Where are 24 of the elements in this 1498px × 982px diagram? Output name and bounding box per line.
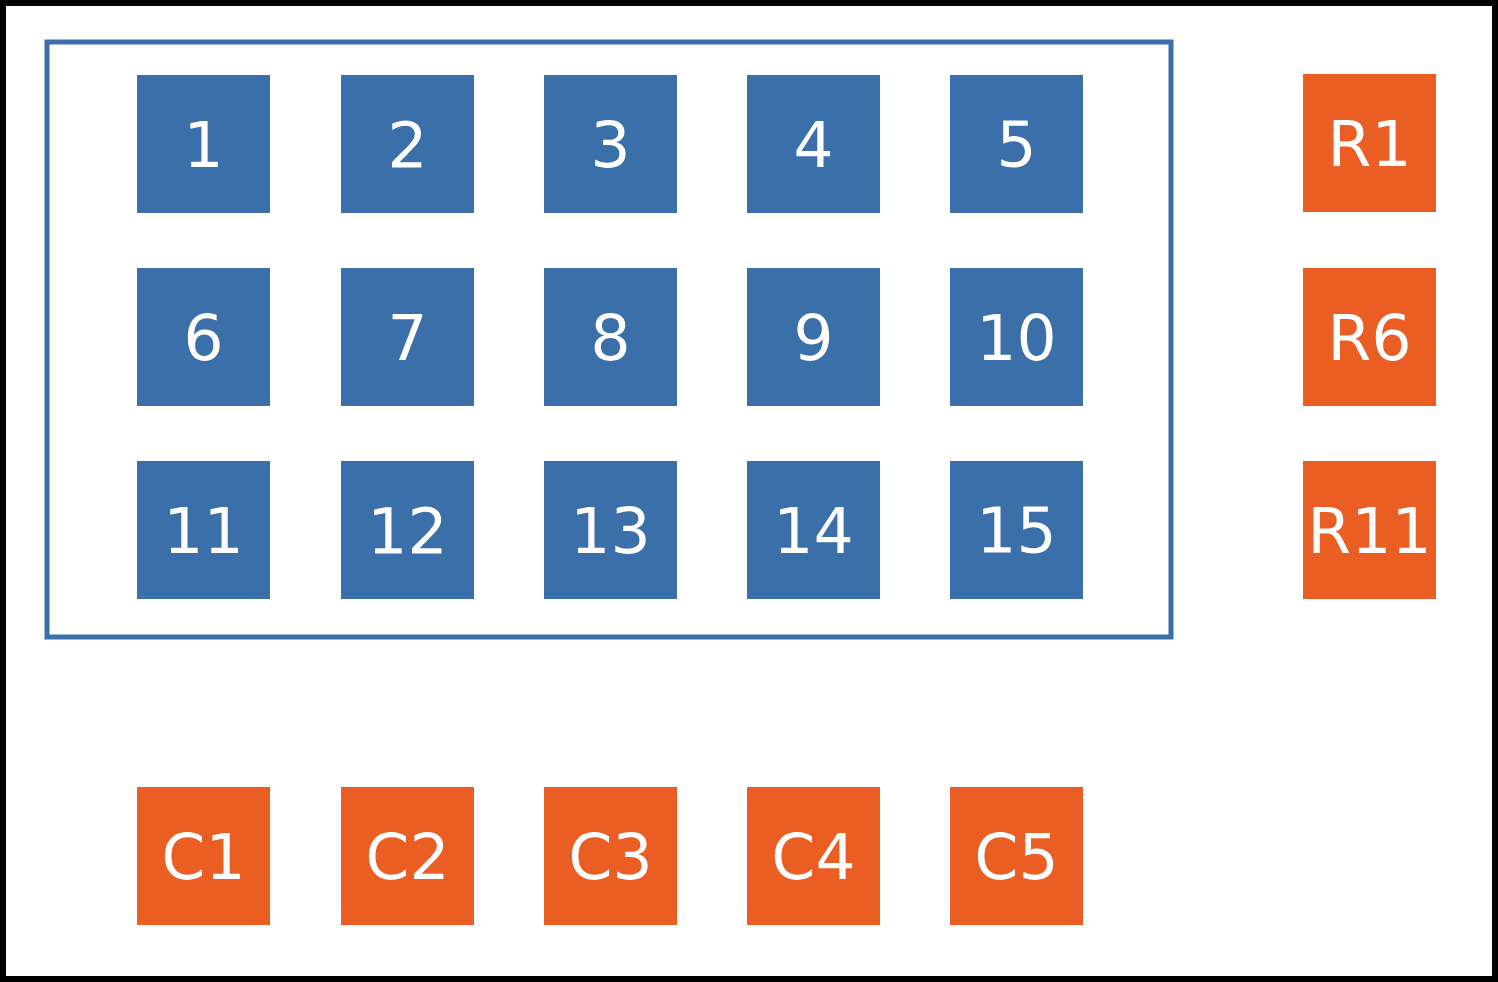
number-tile: R11 bbox=[1303, 461, 1436, 599]
number-tile: 10 bbox=[950, 268, 1083, 406]
number-tile: 1 bbox=[137, 75, 270, 213]
number-tile: R6 bbox=[1303, 268, 1436, 406]
number-tile: 13 bbox=[544, 461, 677, 599]
number-tile: 8 bbox=[544, 268, 677, 406]
number-tile: C1 bbox=[137, 787, 270, 925]
number-tile: 6 bbox=[137, 268, 270, 406]
number-tile: 5 bbox=[950, 75, 1083, 213]
number-tile: 9 bbox=[747, 268, 880, 406]
number-tile: 7 bbox=[341, 268, 474, 406]
number-tile: C2 bbox=[341, 787, 474, 925]
number-tile: R1 bbox=[1303, 74, 1436, 212]
number-tile: 14 bbox=[747, 461, 880, 599]
number-tile: 3 bbox=[544, 75, 677, 213]
number-tile: 4 bbox=[747, 75, 880, 213]
number-tile: C3 bbox=[544, 787, 677, 925]
number-tile: 2 bbox=[341, 75, 474, 213]
group-box bbox=[44, 39, 1174, 640]
number-tile: C4 bbox=[747, 787, 880, 925]
number-tile: 12 bbox=[341, 461, 474, 599]
number-tile: 15 bbox=[950, 461, 1083, 599]
number-tile: 11 bbox=[137, 461, 270, 599]
number-tile: C5 bbox=[950, 787, 1083, 925]
